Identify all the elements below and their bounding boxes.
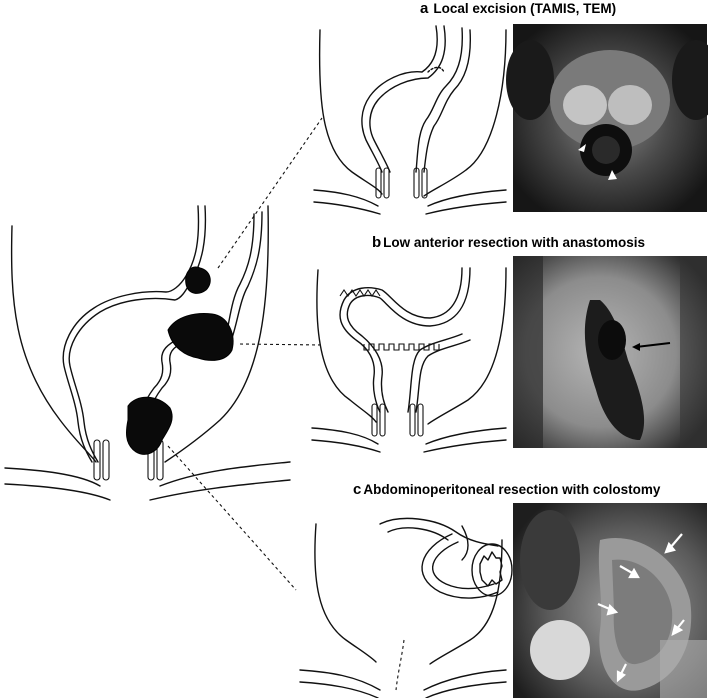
caption-b-letter: b [372, 234, 382, 251]
caption-c-letter: c [353, 481, 362, 498]
mri-image-b [513, 256, 707, 448]
rectum-right-inner [225, 213, 255, 337]
b-perineum-r [425, 427, 507, 445]
perineum-right [159, 461, 291, 487]
caption-b-title: Low anterior resection with anastomosis [383, 235, 645, 250]
a-tube-3 [413, 167, 420, 199]
c-colon-loop-outer [379, 517, 499, 547]
a-tube-2 [383, 167, 390, 199]
b-wall-right [427, 267, 507, 425]
tumor-lower [125, 396, 173, 455]
caption-c-title: Abdominoperitoneal resection with colost… [363, 482, 661, 497]
arrow-marker [635, 342, 671, 348]
a-rectum-outer [415, 27, 464, 173]
panel-b-diagram [311, 267, 507, 453]
c-wall-right [429, 539, 503, 665]
a-excision [427, 66, 445, 73]
b-tube-4 [417, 403, 424, 437]
perineum-right-2 [149, 479, 291, 501]
caption-a-letter: a [420, 0, 429, 17]
a-wall-right [423, 29, 507, 197]
b-perineum-l [311, 427, 379, 445]
a-bowel-inner [369, 25, 446, 173]
c-colon-body-inner [432, 541, 495, 590]
caption-a: a Local excision (TAMIS, TEM) [420, 0, 616, 17]
c-colon-body [421, 533, 499, 599]
arrowhead-marker [578, 144, 586, 152]
tumor-upper [185, 266, 211, 294]
b-staples-anastomosis [363, 343, 440, 351]
c-wall-left [314, 523, 377, 663]
connector-a [217, 117, 323, 269]
c-perineum-l2 [299, 681, 379, 698]
c-stoma-outer [471, 543, 513, 597]
perineum-left-2 [4, 483, 111, 501]
b-wall-left [316, 269, 377, 423]
right-pelvic-wall [164, 205, 269, 463]
c-colon-loop-inner [387, 527, 449, 541]
a-rectum-inner [423, 29, 472, 173]
left-pelvic-wall [10, 225, 97, 463]
anal-tube-left [93, 439, 101, 481]
b-perineum-l2 [311, 439, 381, 453]
c-closed-anus [395, 639, 405, 691]
mri-image-c [513, 503, 707, 698]
anal-tube-left-2 [102, 439, 110, 481]
caption-a-title: Local excision (TAMIS, TEM) [433, 1, 617, 16]
a-perineum-l2 [313, 201, 381, 215]
b-tube-1 [371, 403, 378, 437]
connector-c [167, 445, 297, 591]
tumor-middle [167, 313, 234, 361]
panel-c-diagram [299, 517, 513, 698]
b-bowel-outer [339, 267, 463, 413]
a-tube-1 [375, 167, 382, 199]
rectum-right-outer [231, 211, 263, 339]
arrowhead-marker-2 [608, 170, 617, 180]
a-bowel-outer [361, 25, 438, 173]
a-perineum-r [427, 189, 507, 207]
a-wall-left [318, 29, 383, 195]
c-perineum-r2 [425, 681, 507, 698]
overview-diagram [4, 205, 291, 501]
arrow-marker-c1 [669, 533, 683, 549]
c-perineum-r [423, 669, 507, 691]
c-stoma-inner [479, 551, 503, 587]
b-tube-2 [379, 403, 386, 437]
a-perineum-l [313, 189, 379, 207]
b-bowel-inner [346, 267, 471, 413]
c-colon-tail [461, 525, 469, 561]
b-rectum-outer [415, 339, 471, 413]
perineum-left [4, 467, 101, 487]
b-perineum-r2 [423, 439, 507, 453]
panel-a-diagram [313, 25, 507, 215]
a-perineum-r2 [425, 201, 507, 215]
b-staples-top [339, 289, 381, 297]
connector-b [239, 343, 323, 346]
a-tube-4 [421, 167, 428, 199]
b-rectum-inner [407, 333, 463, 413]
mri-image-a [506, 24, 708, 212]
c-perineum-l [299, 669, 381, 691]
b-tube-3 [409, 403, 416, 437]
